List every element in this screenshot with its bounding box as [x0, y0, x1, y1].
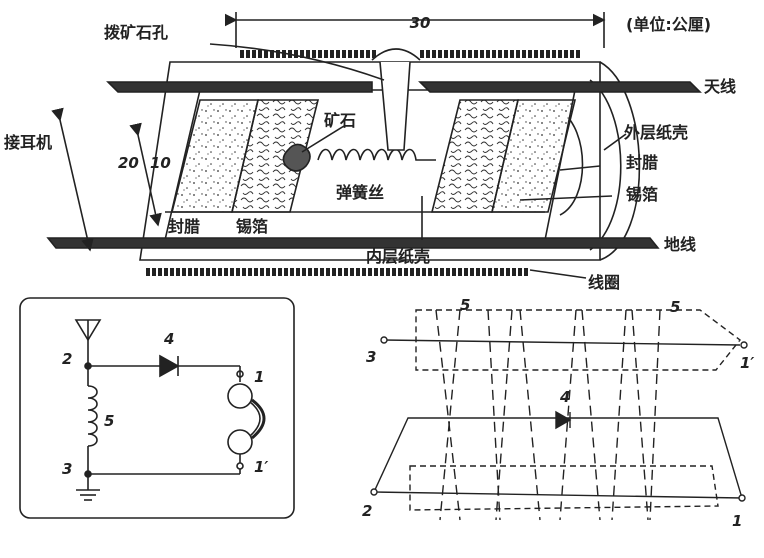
schematic-coil-5: 5: [104, 412, 114, 430]
headband-inner: [249, 401, 261, 437]
ground-label: 地线: [664, 235, 696, 254]
headband: [251, 398, 266, 440]
crystal-hole-label: 拨矿石孔: [104, 23, 168, 42]
winding-label-2: 2: [362, 502, 372, 520]
tin-foil-label-left: 锡箔: [236, 217, 268, 236]
winding-frame-bottom: [372, 417, 743, 499]
dimension-line-20: [51, 107, 94, 252]
antenna-label: 天线: [704, 77, 736, 96]
winding-node-3: [380, 336, 388, 344]
winding-frame-bottom-dashed: [409, 465, 719, 511]
winding-label-5a: 5: [460, 296, 470, 314]
winding-label-1p: 1′: [740, 354, 754, 372]
winding-label-3: 3: [366, 348, 376, 366]
winding-labels: 3 5 5 1′ 4 2 1: [362, 296, 754, 530]
dimension-line-10: [129, 122, 162, 227]
leader-tin-foil: [519, 195, 613, 201]
crystal-hole-tube: [379, 61, 411, 151]
tin-foil-label-right: 锡箔: [626, 185, 658, 204]
inner-shell-label: 内层纸壳: [366, 247, 430, 266]
schematic-node-3: 3: [62, 460, 72, 478]
earphone-label: 接耳机: [4, 133, 52, 152]
winding-strands: [435, 309, 661, 521]
dimension-20-label: 20: [118, 154, 139, 172]
leader-crystal-hole: [209, 43, 385, 81]
spring-wire-label: 弹簧丝: [336, 183, 384, 202]
dimension-30-label: 30: [410, 14, 431, 32]
schematic-node-1: 1: [254, 368, 264, 386]
antenna-strip-right: [418, 81, 702, 93]
spring-wire: [317, 148, 436, 161]
schematic-node-1p: 1′: [254, 458, 268, 476]
winding-frame-top: [415, 309, 741, 371]
tin-foil-left: [230, 99, 320, 213]
winding-label-1: 1: [732, 512, 742, 530]
winding-node-1: [738, 494, 746, 502]
coil-symbol: [87, 385, 98, 447]
diode-symbol: [159, 354, 180, 378]
winding-node-1p: [740, 341, 748, 349]
leader-crystal: [301, 125, 345, 153]
leader-coil: [529, 269, 587, 279]
winding-diode: [555, 410, 572, 430]
circuit-schematic: [19, 297, 295, 519]
cartridge-drawing: [46, 12, 702, 279]
winding-top-rail: [383, 339, 741, 346]
wax-block-right: [490, 99, 577, 213]
terminal-1p: [236, 462, 244, 470]
winding-diagram: [370, 309, 748, 521]
crystal-label: 矿石: [324, 111, 356, 130]
leader-outer-shell: [603, 133, 627, 151]
schematic-labels: 2 4 5 3 1 1′: [62, 330, 268, 478]
antenna-strip-left: [106, 81, 373, 93]
cartridge-labels: 30 (单位:公厘) 拨矿石孔 天线 矿石 外层纸壳 接耳机 封腊 20 10 …: [4, 14, 736, 292]
earphone-top: [227, 383, 253, 409]
ground-strip: [46, 237, 660, 249]
winding-label-4: 4: [559, 388, 570, 406]
shell-inner-curve: [589, 79, 622, 251]
schematic-frame: [19, 297, 295, 519]
winding-node-2: [370, 488, 378, 496]
earphone-bottom: [227, 429, 253, 455]
dimension-10-label: 10: [150, 154, 171, 172]
schematic-diode-4: 4: [163, 330, 174, 348]
winding-label-5b: 5: [670, 298, 680, 316]
schematic-node-2: 2: [62, 350, 72, 368]
leader-wax: [559, 165, 601, 171]
unit-label: (单位:公厘): [626, 15, 711, 34]
coil-label: 线圈: [588, 273, 620, 292]
wax-label-left: 封腊: [168, 217, 200, 236]
outer-shell-label: 外层纸壳: [623, 123, 688, 142]
crystal-hole-top: [371, 48, 421, 61]
wax-label-right: 封腊: [626, 153, 658, 172]
